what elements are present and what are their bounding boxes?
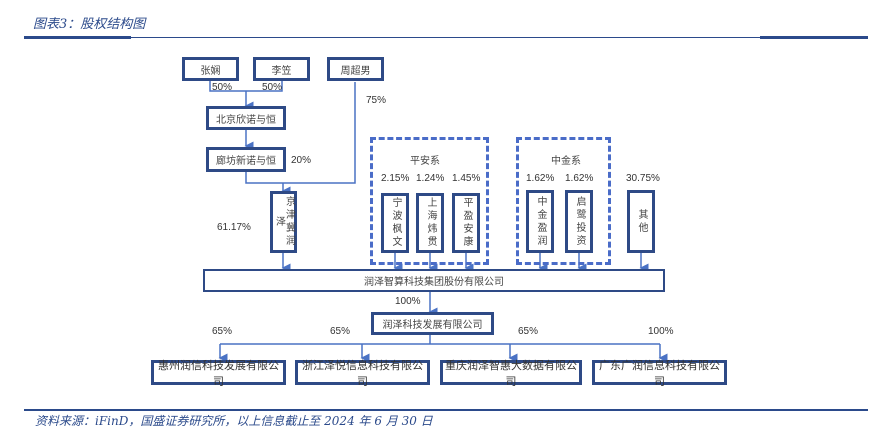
others-name: 其他 [636,208,647,235]
pingan-group-label: 平安系 [410,156,440,167]
pct-jingjinji: 61.17% [217,222,251,233]
holder-li: 李笠 [253,57,310,81]
others-box: 其他 [627,190,655,253]
pct-zhongjin: 1.62% [526,173,555,184]
zhongjin-group-frame [516,137,611,265]
pct-qilu: 1.62% [565,173,594,184]
sub-guangdong-box: 广东广润信息科技有限公司 [592,360,727,388]
sub-chongqing-box: 重庆润泽智惠大数据有限公司 [440,360,582,388]
sub-name: 广东广润信息科技有限公司 [599,359,720,388]
pingan-group-frame [370,137,489,265]
pct-shanghai: 1.24% [416,173,445,184]
langfang-name: 廊坊新诺与恒 [216,156,276,167]
header-rule-right [760,36,868,39]
pct-li: 50% [262,82,283,93]
jingjinji-name: 京津冀润泽 [273,196,295,248]
footer-rule [24,409,868,411]
holder-name: 李笠 [271,65,292,77]
zhongjin-name: 中金盈润 [535,195,546,248]
langfang-xinnuo-box: 廊坊新诺与恒 [206,147,286,172]
shanghai-name: 上海炜贯 [425,197,436,249]
dev-company-name: 润泽科技发展有限公司 [382,320,483,331]
sub-name: 浙江泽悦信息科技有限公司 [302,359,423,388]
sub-zhejiang-box: 浙江泽悦信息科技有限公司 [295,360,430,388]
pct-sub-zhejiang: 65% [330,326,351,337]
pct-langfang: 20% [291,155,312,166]
source-note: 资料来源：iFinD，国盛证券研究所，以上信息截止至 2024 年 6 月 30… [35,414,433,428]
pct-zhang: 50% [212,82,233,93]
ningbo-name: 宁波枫文 [390,197,401,249]
runze-dev-company-box: 润泽科技发展有限公司 [371,312,494,335]
holder-name: 张娴 [200,65,221,77]
runze-group-company-box: 润泽智算科技集团股份有限公司 [203,269,665,292]
sub-name: 重庆润泽智惠大数据有限公司 [445,359,577,388]
pct-others: 30.75% [626,173,660,184]
ningbo-fengwen-box: 宁波枫文 [381,193,409,253]
pingying-name: 平盈安康 [461,197,472,249]
pingying-ankang-box: 平盈安康 [452,193,480,253]
pct-sub-chongqing: 65% [518,326,539,337]
qilu-name: 启鹭投资 [574,195,585,248]
holder-zhang: 张娴 [182,57,239,81]
pct-ningbo: 2.15% [381,173,410,184]
beijing-xinnuo-box: 北京欣诺与恒 [206,106,286,130]
connector-zhou-langfang [245,82,356,184]
holder-zhou: 周超男 [327,57,384,81]
shanghai-weiguan-box: 上海炜贯 [416,193,444,253]
holder-name: 周超男 [340,65,371,77]
pct-sub-guangdong: 100% [648,326,674,337]
sub-name: 惠州润信科技发展有限公司 [158,359,279,388]
group-company-name: 润泽智算科技集团股份有限公司 [364,277,504,288]
figure-title: 图表3：股权结构图 [33,17,146,32]
header-rule-left [24,36,131,39]
sub-huizhou-box: 惠州润信科技发展有限公司 [151,360,286,388]
pct-zhou: 75% [366,95,387,106]
zhongjin-group-label: 中金系 [551,156,581,167]
jingjinji-runze-box: 京津冀润泽 [270,191,297,253]
beijing-name: 北京欣诺与恒 [216,114,276,126]
pct-dev-company: 100% [395,296,421,307]
zhongjin-yingrun-box: 中金盈润 [526,190,554,253]
qilu-touzi-box: 启鹭投资 [565,190,593,253]
pct-sub-huizhou: 65% [212,326,233,337]
header-rule [131,37,760,38]
pct-pingying: 1.45% [452,173,481,184]
